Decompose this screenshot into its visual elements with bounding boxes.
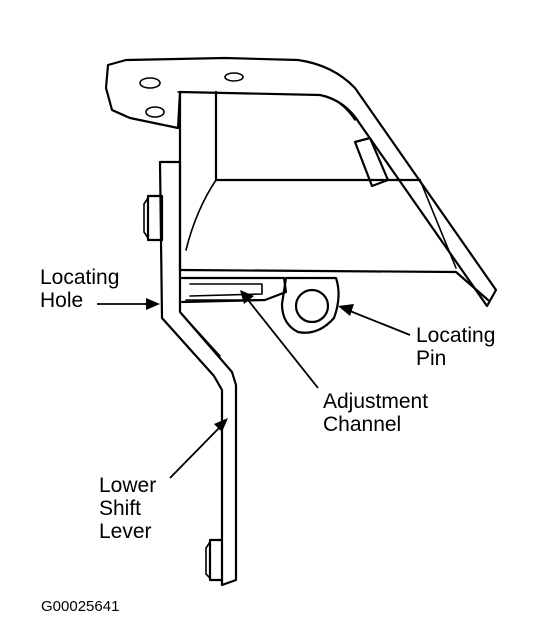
locating-pin-arrow [338,304,411,336]
adjustment-channel-arrow [240,290,319,389]
locating-pin-label: Locating Pin [416,324,495,370]
adjustment-channel-label-line1: Adjustment [323,390,429,413]
locating-pin [280,276,340,334]
adjustment-channel-label-line2: Channel [323,413,402,436]
lower-shift-lever-arrow [169,418,228,479]
locating-hole-label: Locating Hole [40,266,119,312]
locating-hole-arrow [97,298,160,310]
locating-pin-label-line1: Locating [416,324,496,347]
mounting-flange [104,56,498,308]
locating-hole-label-line2: Hole [40,289,84,312]
locating-pin-label-line2: Pin [416,347,447,370]
lower-shift-lever [143,160,238,587]
lower-shift-lever-label-line3: Lever [99,520,152,543]
bracket-body [178,90,490,302]
lower-shift-lever-label-line1: Lower [99,474,157,497]
adjustment-channel-label: Adjustment Channel [323,390,428,436]
figure-code: G00025641 [41,598,120,615]
adjustment-channel [180,276,288,304]
lower-shift-lever-label-line2: Shift [99,497,142,520]
locating-hole-label-line1: Locating [40,266,120,289]
lower-shift-lever-label: Lower Shift Lever [99,474,156,543]
